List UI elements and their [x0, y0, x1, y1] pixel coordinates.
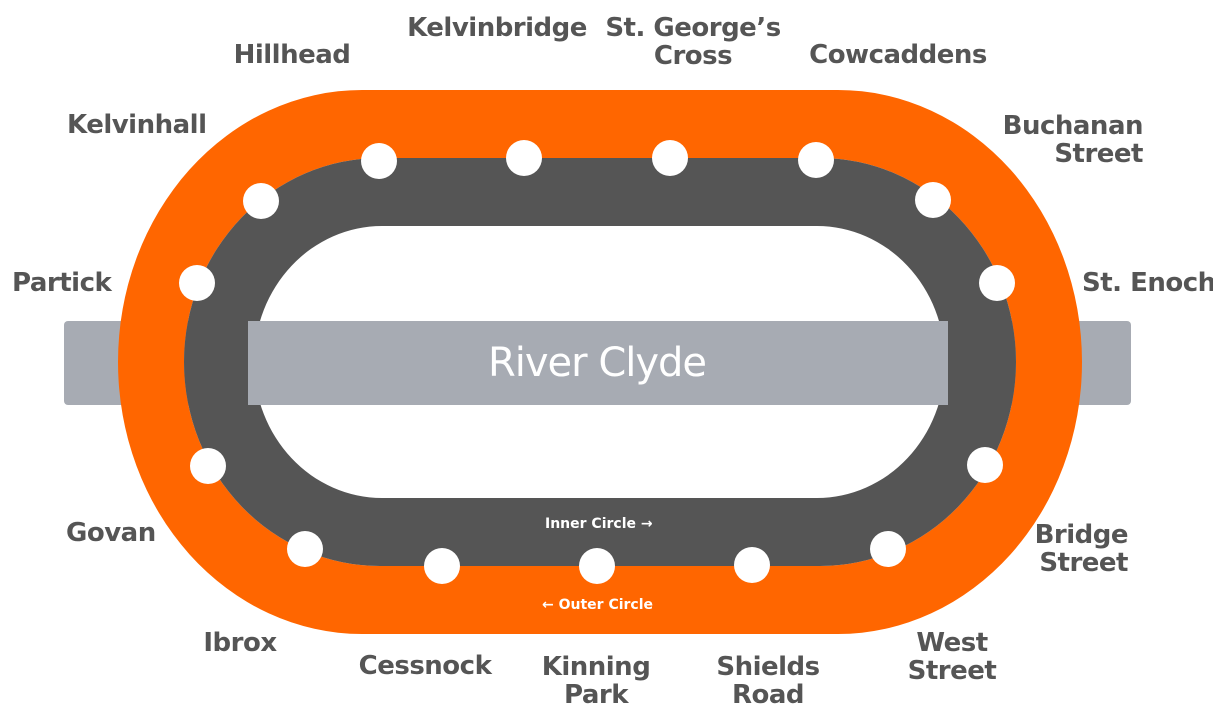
station-name-line: Hillhead — [233, 40, 351, 70]
station-name-line: Ibrox — [203, 628, 277, 658]
station-marker-hillhead[interactable] — [361, 143, 397, 179]
station-name-line: Cowcaddens — [809, 40, 987, 70]
station-label-bridge-street[interactable]: Bridge Street — [1034, 520, 1129, 578]
station-label-cessnock[interactable]: Cessnock — [359, 652, 492, 680]
station-name-line: Street — [1054, 139, 1143, 169]
station-name-line: Kelvinhall — [67, 110, 207, 140]
river-inside — [248, 321, 948, 405]
station-label-kelvinbridge[interactable]: Kelvinbridge — [407, 14, 587, 42]
station-name-line: Kinning — [541, 652, 651, 682]
station-marker-govan[interactable] — [190, 448, 226, 484]
station-name-line: St. George’s — [605, 13, 781, 43]
station-name-line: Cessnock — [358, 651, 492, 681]
station-label-st-enoch[interactable]: St. Enoch — [1082, 269, 1213, 297]
station-name-line: Cross — [653, 41, 733, 71]
outer-circle-direction: ← Outer Circle — [542, 597, 653, 613]
station-marker-shields-road[interactable] — [734, 547, 770, 583]
station-label-buchanan-street[interactable]: Buchanan Street — [1002, 111, 1144, 169]
station-label-hillhead[interactable]: Hillhead — [234, 41, 351, 69]
inner-circle-label: Inner Circle — [545, 516, 636, 532]
station-name-line: Kelvinbridge — [407, 13, 587, 43]
station-markers — [179, 140, 1015, 584]
station-label-west-street[interactable]: West Street — [908, 629, 997, 685]
station-label-kelvinhall[interactable]: Kelvinhall — [67, 111, 207, 139]
station-name-line: West — [916, 628, 988, 658]
station-name-line: Street — [1039, 548, 1128, 578]
station-name-line: Shields — [716, 652, 820, 682]
station-label-ibrox[interactable]: Ibrox — [203, 628, 277, 658]
station-name-line: St. Enoch — [1082, 268, 1213, 298]
left-arrow-icon: ← — [542, 597, 554, 613]
station-marker-kelvinbridge[interactable] — [506, 140, 542, 176]
station-label-shields-road[interactable]: Shields Road — [716, 652, 820, 710]
station-label-kinning-park[interactable]: Kinning Park — [542, 653, 651, 709]
station-label-st-georges-cross[interactable]: St. George’s Cross — [605, 13, 781, 71]
station-label-govan[interactable]: Govan — [66, 519, 156, 547]
river-label: River Clyde — [487, 340, 707, 386]
station-name-line: Street — [907, 656, 997, 686]
station-marker-cowcaddens[interactable] — [798, 142, 834, 178]
station-marker-ibrox[interactable] — [287, 531, 323, 567]
station-marker-buchanan-street[interactable] — [915, 182, 951, 218]
station-label-partick[interactable]: Partick — [12, 268, 112, 298]
station-marker-st-georges-cross[interactable] — [652, 140, 688, 176]
station-label-cowcaddens[interactable]: Cowcaddens — [809, 41, 987, 69]
inner-circle-direction: Inner Circle → — [545, 516, 653, 532]
right-arrow-icon: → — [640, 516, 653, 532]
station-marker-st-enoch[interactable] — [979, 265, 1015, 301]
station-name-line: Partick — [12, 268, 112, 298]
station-name-line: Buchanan — [1002, 111, 1144, 141]
station-name-line: Govan — [66, 518, 156, 548]
station-marker-kinning-park[interactable] — [579, 548, 615, 584]
station-marker-west-street[interactable] — [870, 531, 906, 567]
station-marker-bridge-street[interactable] — [967, 447, 1003, 483]
outer-circle-label: Outer Circle — [558, 597, 654, 613]
station-marker-cessnock[interactable] — [424, 548, 460, 584]
station-name-line: Road — [731, 680, 805, 710]
station-marker-kelvinhall[interactable] — [243, 183, 279, 219]
station-marker-partick[interactable] — [179, 265, 215, 301]
station-name-line: Bridge — [1034, 520, 1129, 550]
station-name-line: Park — [563, 680, 629, 710]
